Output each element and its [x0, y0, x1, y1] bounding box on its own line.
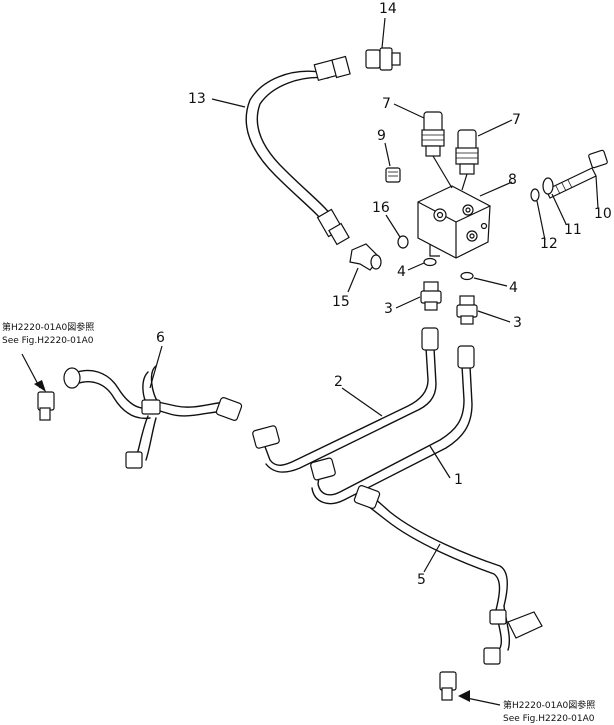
callout-9: 9 — [377, 128, 386, 144]
ref-fitting-left — [37, 391, 55, 421]
callout-16: 16 — [372, 200, 390, 216]
tube-1 — [310, 345, 475, 505]
washer-11 — [542, 177, 554, 195]
connector-3b — [456, 295, 478, 325]
leader-7a-block — [432, 155, 453, 189]
tube-5 — [353, 485, 543, 665]
callout-7b: 7 — [512, 112, 521, 128]
o-ring-16 — [397, 235, 409, 249]
reference-left-en: See Fig.H2220-01A0 — [2, 336, 94, 346]
ref-fitting-bottom — [439, 671, 457, 701]
relief-valve-7a — [421, 111, 445, 157]
callout-8: 8 — [508, 172, 517, 188]
bolt-10 — [545, 149, 608, 199]
callout-6: 6 — [156, 330, 165, 346]
callout-12: 12 — [540, 236, 558, 252]
connector-3a — [420, 281, 442, 311]
tube-2 — [252, 327, 439, 473]
leader-7b-block — [461, 173, 468, 191]
callout-10: 10 — [594, 206, 612, 222]
callout-3b: 3 — [513, 315, 522, 331]
callout-14: 14 — [379, 1, 397, 17]
reference-left-jp: 第H2220-01A0図参照 — [2, 321, 94, 333]
callout-11: 11 — [564, 222, 582, 238]
callout-15: 15 — [332, 294, 350, 310]
callout-7a: 7 — [382, 96, 391, 112]
callout-4a: 4 — [397, 264, 406, 280]
leader-lines — [149, 17, 599, 573]
o-ring-4a — [423, 257, 437, 267]
reference-bottom-jp: 第H2220-01A0図参照 — [503, 699, 595, 711]
callout-5: 5 — [417, 572, 426, 588]
reference-arrow-left — [21, 353, 46, 392]
callout-2: 2 — [334, 374, 343, 390]
o-ring-4b — [460, 271, 474, 281]
valve-block-8 — [417, 185, 491, 259]
callout-4b: 4 — [509, 280, 518, 296]
tube-6 — [63, 365, 243, 469]
callout-3a: 3 — [384, 301, 393, 317]
o-ring-12 — [530, 188, 540, 202]
reference-arrow-bottom — [458, 690, 501, 706]
elbow-15 — [349, 243, 382, 271]
relief-valve-7b — [455, 129, 479, 175]
fitting-14 — [365, 47, 401, 71]
callout-13: 13 — [188, 91, 206, 107]
leader-block-down — [429, 244, 440, 257]
plug-9 — [385, 167, 401, 183]
reference-bottom-en: See Fig.H2220-01A0 — [503, 714, 595, 724]
hose-13 — [245, 55, 351, 246]
callout-1: 1 — [454, 472, 463, 488]
